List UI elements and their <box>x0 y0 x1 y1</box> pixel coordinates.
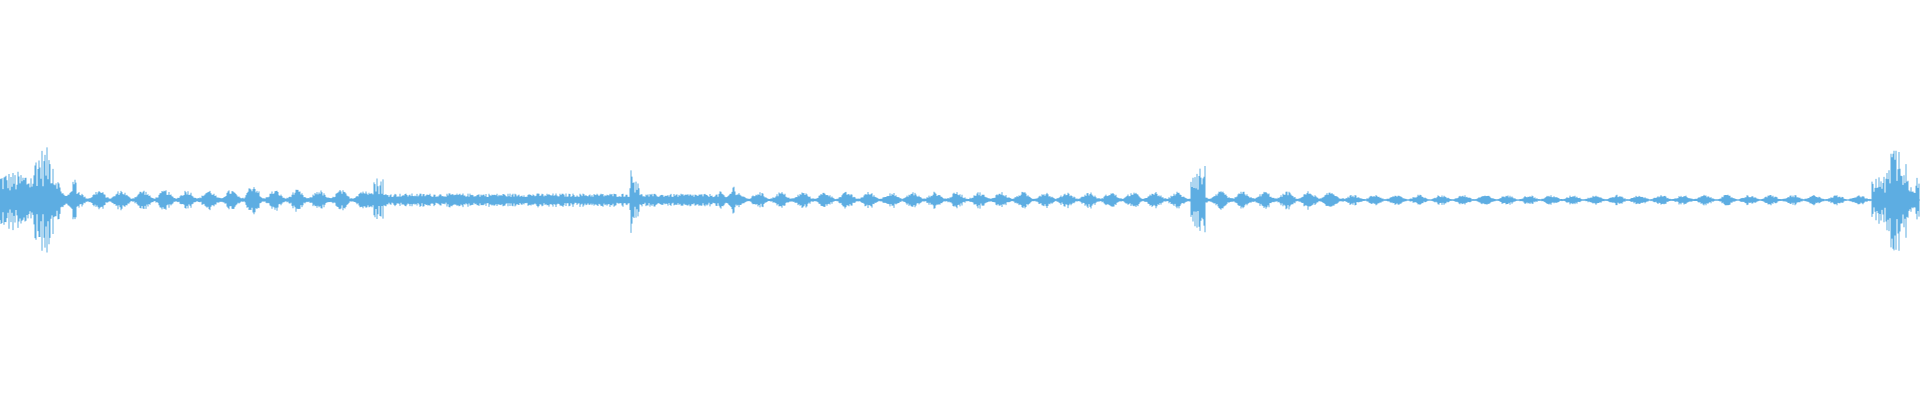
waveform-trace <box>0 147 1920 253</box>
